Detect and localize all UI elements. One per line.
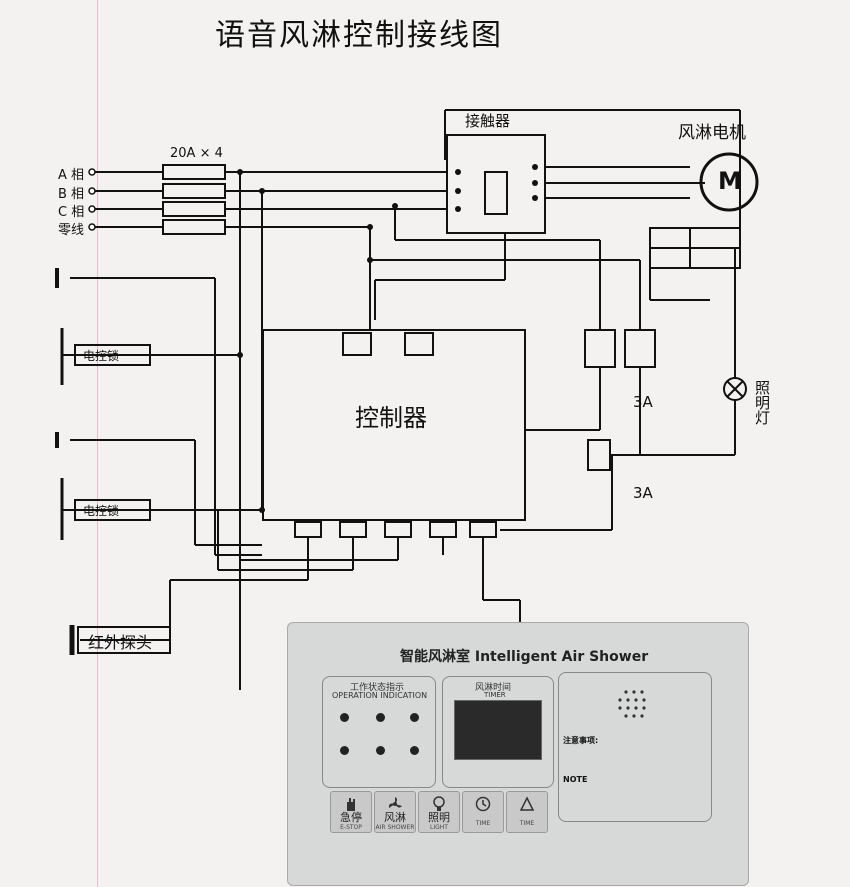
- ir-probe-label: 红外探头: [88, 633, 153, 652]
- air-shower-label: 风淋: [384, 811, 406, 824]
- light-button[interactable]: 照明 LIGHT: [418, 791, 460, 833]
- timer-title-en: TIMER: [484, 691, 506, 699]
- e-stop-button[interactable]: 急停 E-STOP: [330, 791, 372, 833]
- diagram-title: 语音风淋控制接线图: [215, 18, 503, 53]
- indicator-light: [340, 713, 349, 722]
- air-shower-sub: AIR SHOWER: [375, 824, 415, 831]
- light-label: 照明: [428, 811, 450, 824]
- indicator-light: [376, 713, 385, 722]
- neutral-label: 零线: [58, 223, 85, 238]
- clock-icon: [475, 796, 491, 812]
- notes-box: [558, 672, 712, 822]
- fuse-label-2: 3A: [633, 484, 653, 502]
- motor-symbol: M: [718, 167, 742, 195]
- e-stop-sub: E-STOP: [340, 824, 362, 831]
- panel-title: 智能风淋室 Intelligent Air Shower: [400, 649, 649, 665]
- breaker-label: 20A × 4: [170, 146, 223, 161]
- timer-box: [442, 676, 554, 788]
- status-title-cn: 工作状态指示: [350, 683, 405, 693]
- lock-label-1: 电控锁: [83, 349, 120, 363]
- indicator-light: [410, 713, 419, 722]
- phase-b-label: B 相: [58, 187, 85, 202]
- time-down-button[interactable]: TIME: [462, 791, 504, 833]
- controller-label: 控制器: [355, 404, 427, 432]
- phase-c-label: C 相: [58, 205, 85, 220]
- light-sub: LIGHT: [430, 824, 448, 831]
- phase-a-label: A 相: [58, 168, 85, 183]
- notes-title-en: NOTE: [563, 775, 588, 784]
- hand-stop-icon: [347, 798, 355, 811]
- clock-up-icon: [519, 796, 535, 811]
- lightbulb-icon: [433, 796, 445, 811]
- indicator-light: [410, 746, 419, 755]
- status-title-en: OPERATION INDICATION: [332, 691, 428, 700]
- fan-icon: [388, 797, 402, 808]
- lamp-label: 照明灯: [753, 380, 771, 425]
- timer-display: [454, 700, 542, 760]
- speaker-grille-icon: [618, 690, 646, 718]
- time-up-sub: TIME: [519, 820, 535, 827]
- margin-line: [97, 0, 98, 887]
- contactor-label: 接触器: [465, 112, 511, 130]
- timer-title-cn: 风淋时间: [475, 683, 512, 693]
- fuse-label-1: 3A: [633, 393, 653, 411]
- air-shower-button[interactable]: 风淋 AIR SHOWER: [374, 791, 416, 833]
- time-up-button[interactable]: TIME: [506, 791, 548, 833]
- indicator-light: [340, 746, 349, 755]
- indicator-light: [376, 746, 385, 755]
- motor-label: 风淋电机: [678, 123, 746, 143]
- notes-title: 注意事项:: [563, 736, 599, 745]
- e-stop-label: 急停: [340, 811, 362, 824]
- time-down-sub: TIME: [475, 820, 491, 827]
- status-indicator-box: [322, 676, 436, 788]
- lock-label-2: 电控锁: [83, 504, 120, 518]
